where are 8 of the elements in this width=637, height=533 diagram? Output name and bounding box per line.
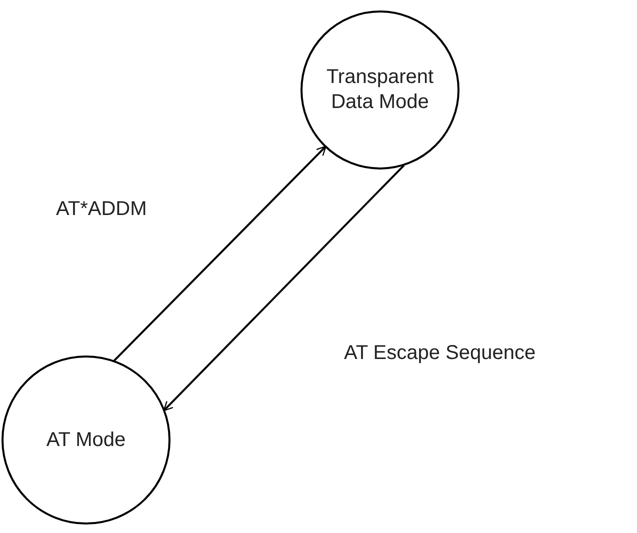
- edge-label: AT Escape Sequence: [344, 342, 536, 365]
- state-circle: [1, 355, 171, 525]
- state-label: Transparent Data Mode: [325, 65, 435, 115]
- arrow: [163, 164, 405, 412]
- edge-label: AT*ADDM: [56, 198, 147, 221]
- state-label: AT Mode: [45, 428, 127, 452]
- state-circle: [300, 10, 460, 170]
- arrow: [113, 146, 326, 362]
